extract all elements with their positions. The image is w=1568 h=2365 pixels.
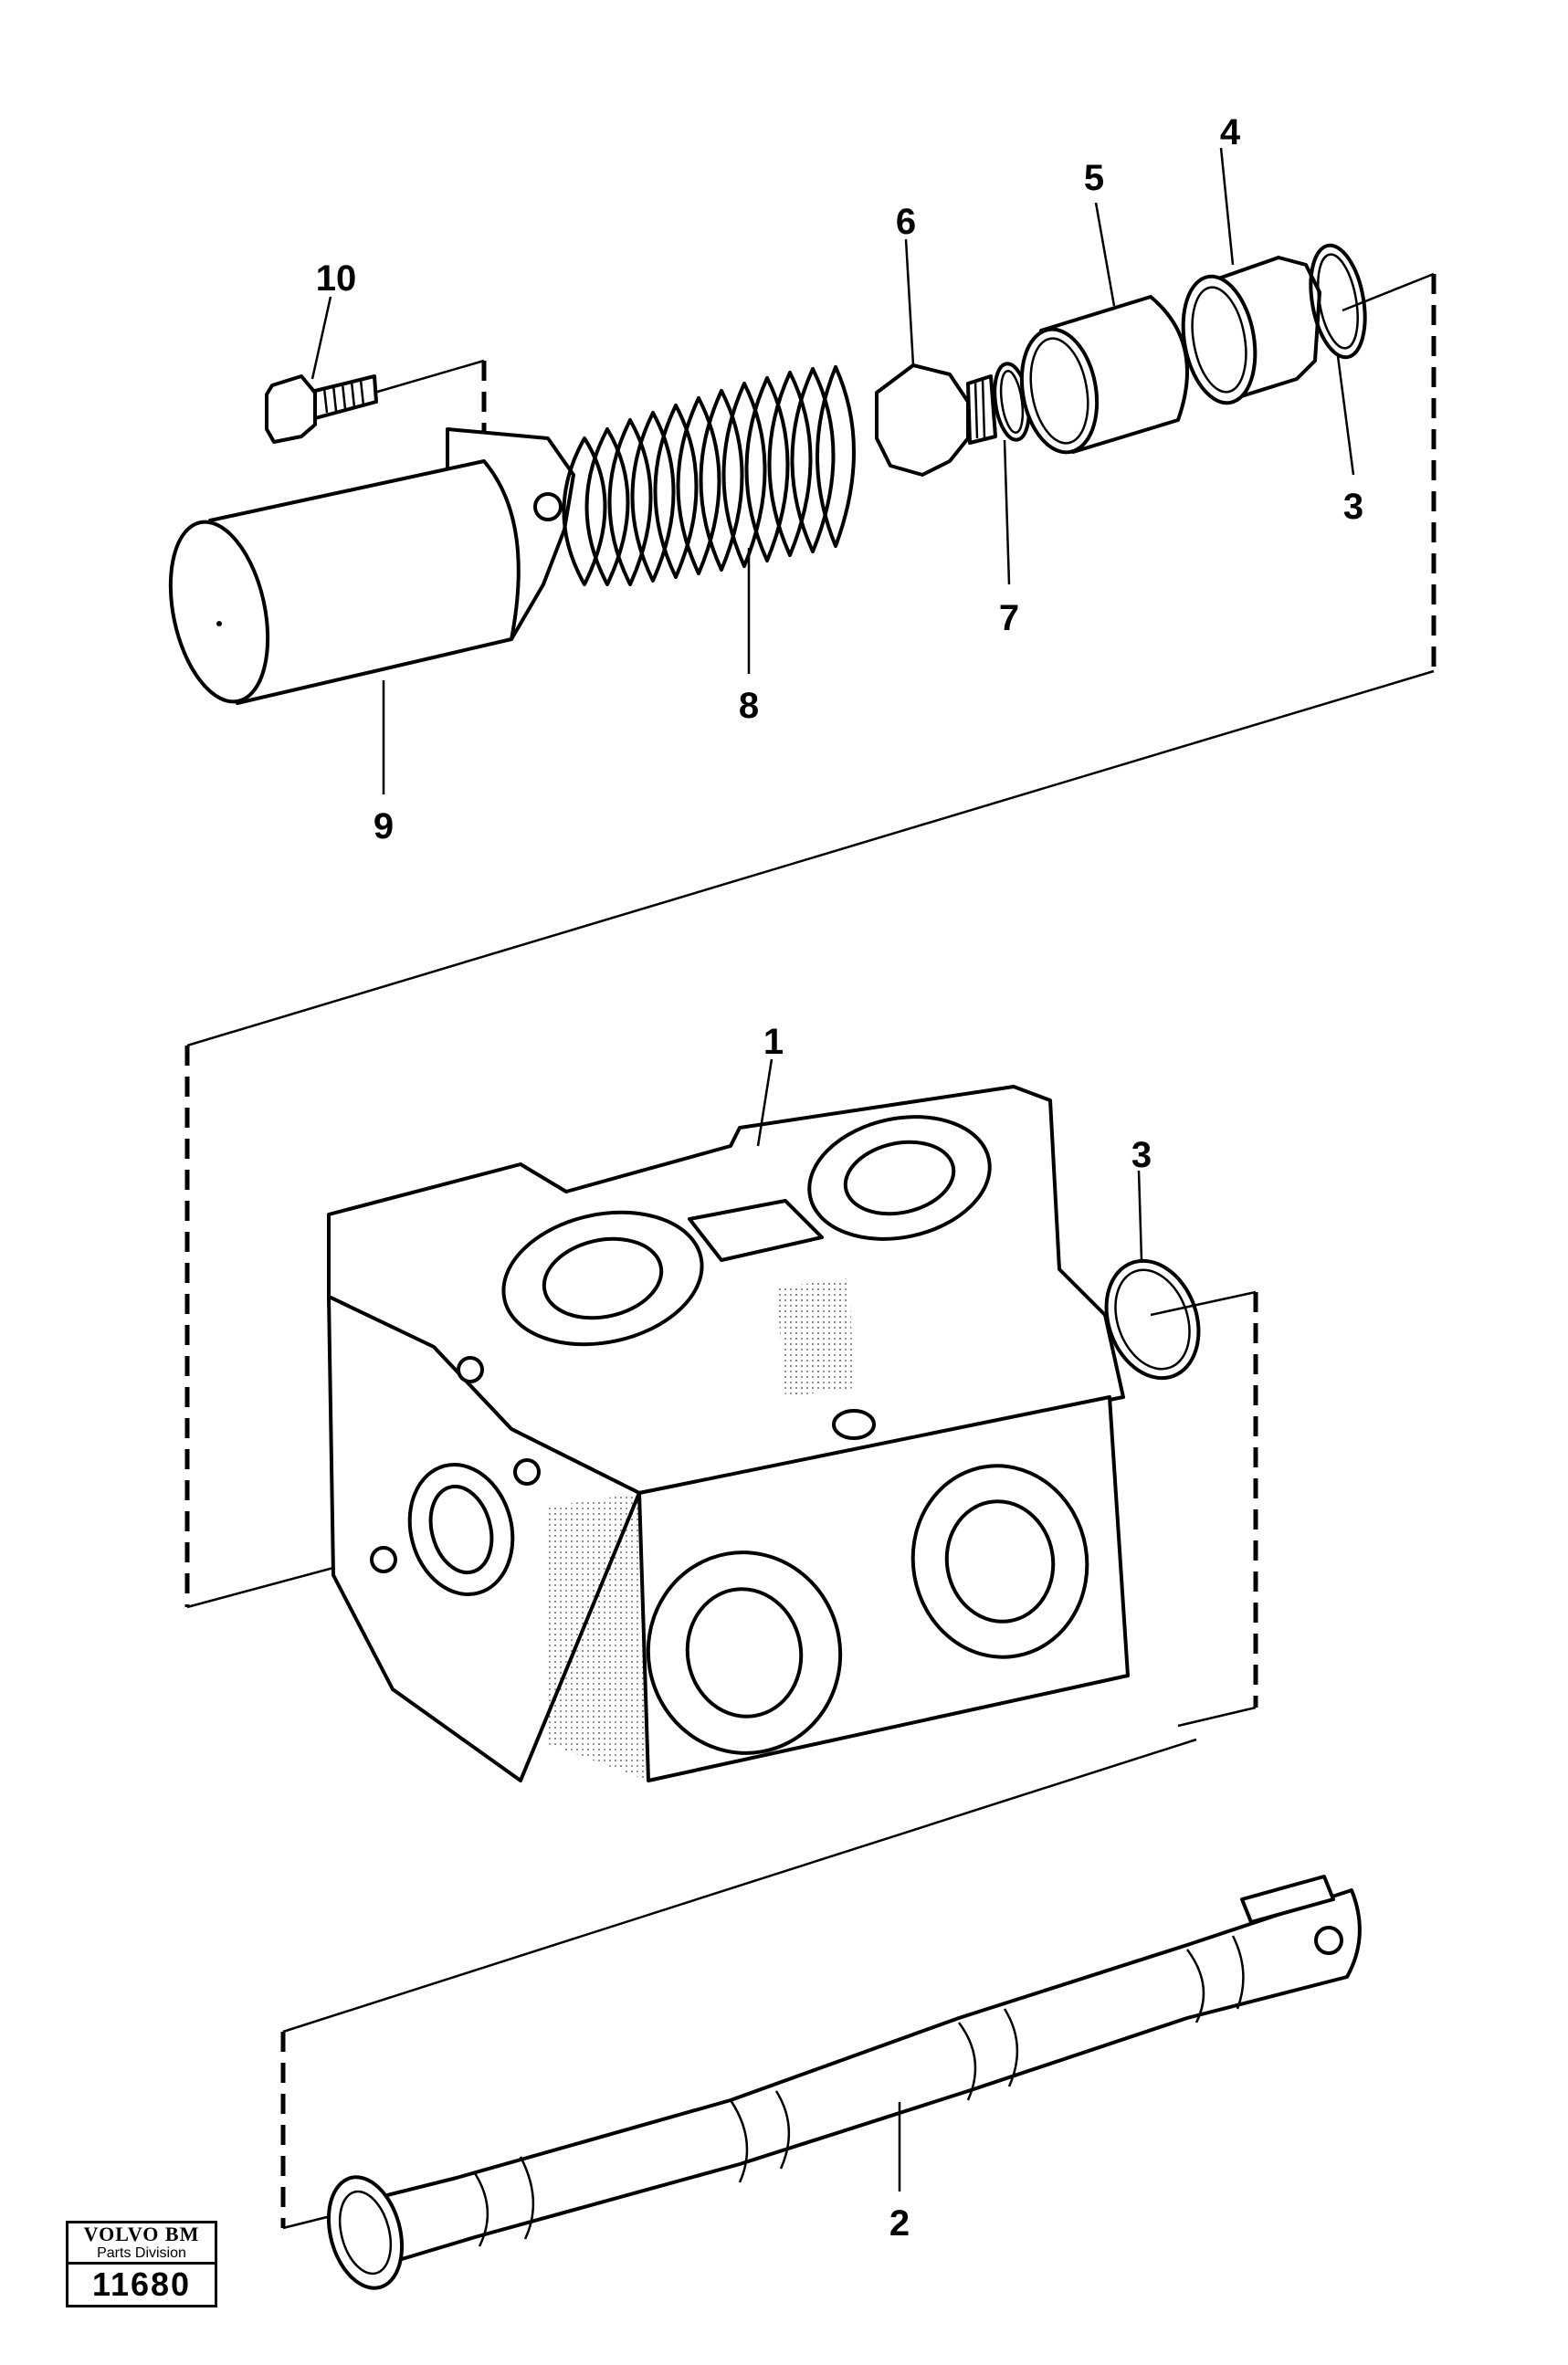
sleeve-part-5 (1019, 295, 1189, 455)
valve-body-part-1 (327, 1085, 1130, 1782)
label-part-5: 5 (1084, 158, 1104, 198)
o-ring-part-3-lower (1104, 1258, 1201, 1381)
label-part-10: 10 (316, 258, 357, 299)
label-part-7: 7 (999, 598, 1019, 638)
bolt-part-10 (265, 374, 378, 444)
bushing-part-4 (1181, 256, 1321, 405)
plug-part-6 (875, 363, 997, 477)
part-number-labels: 10 9 8 7 6 5 4 3 1 3 2 (316, 112, 1363, 2244)
label-part-9: 9 (374, 806, 394, 846)
stamp-brand: VOLVO BM (83, 2223, 200, 2245)
leader-lines (310, 147, 1355, 2192)
o-ring-part-3-upper (1309, 243, 1367, 360)
label-part-2: 2 (889, 2203, 910, 2244)
spool-part-2 (326, 1875, 1362, 2290)
label-part-3-lower: 3 (1131, 1135, 1152, 1175)
stamp-division: Parts Division (68, 2245, 215, 2265)
spring-part-8 (562, 365, 856, 586)
label-part-4: 4 (1220, 112, 1241, 152)
stamp-number: 11680 (91, 2265, 192, 2303)
label-part-3-upper: 3 (1343, 487, 1363, 527)
label-part-6: 6 (896, 202, 916, 242)
label-part-8: 8 (739, 686, 759, 726)
cover-part-9 (168, 427, 575, 705)
parts-division-stamp: VOLVO BM Parts Division 11680 (66, 2221, 217, 2307)
label-part-1: 1 (763, 1022, 784, 1062)
